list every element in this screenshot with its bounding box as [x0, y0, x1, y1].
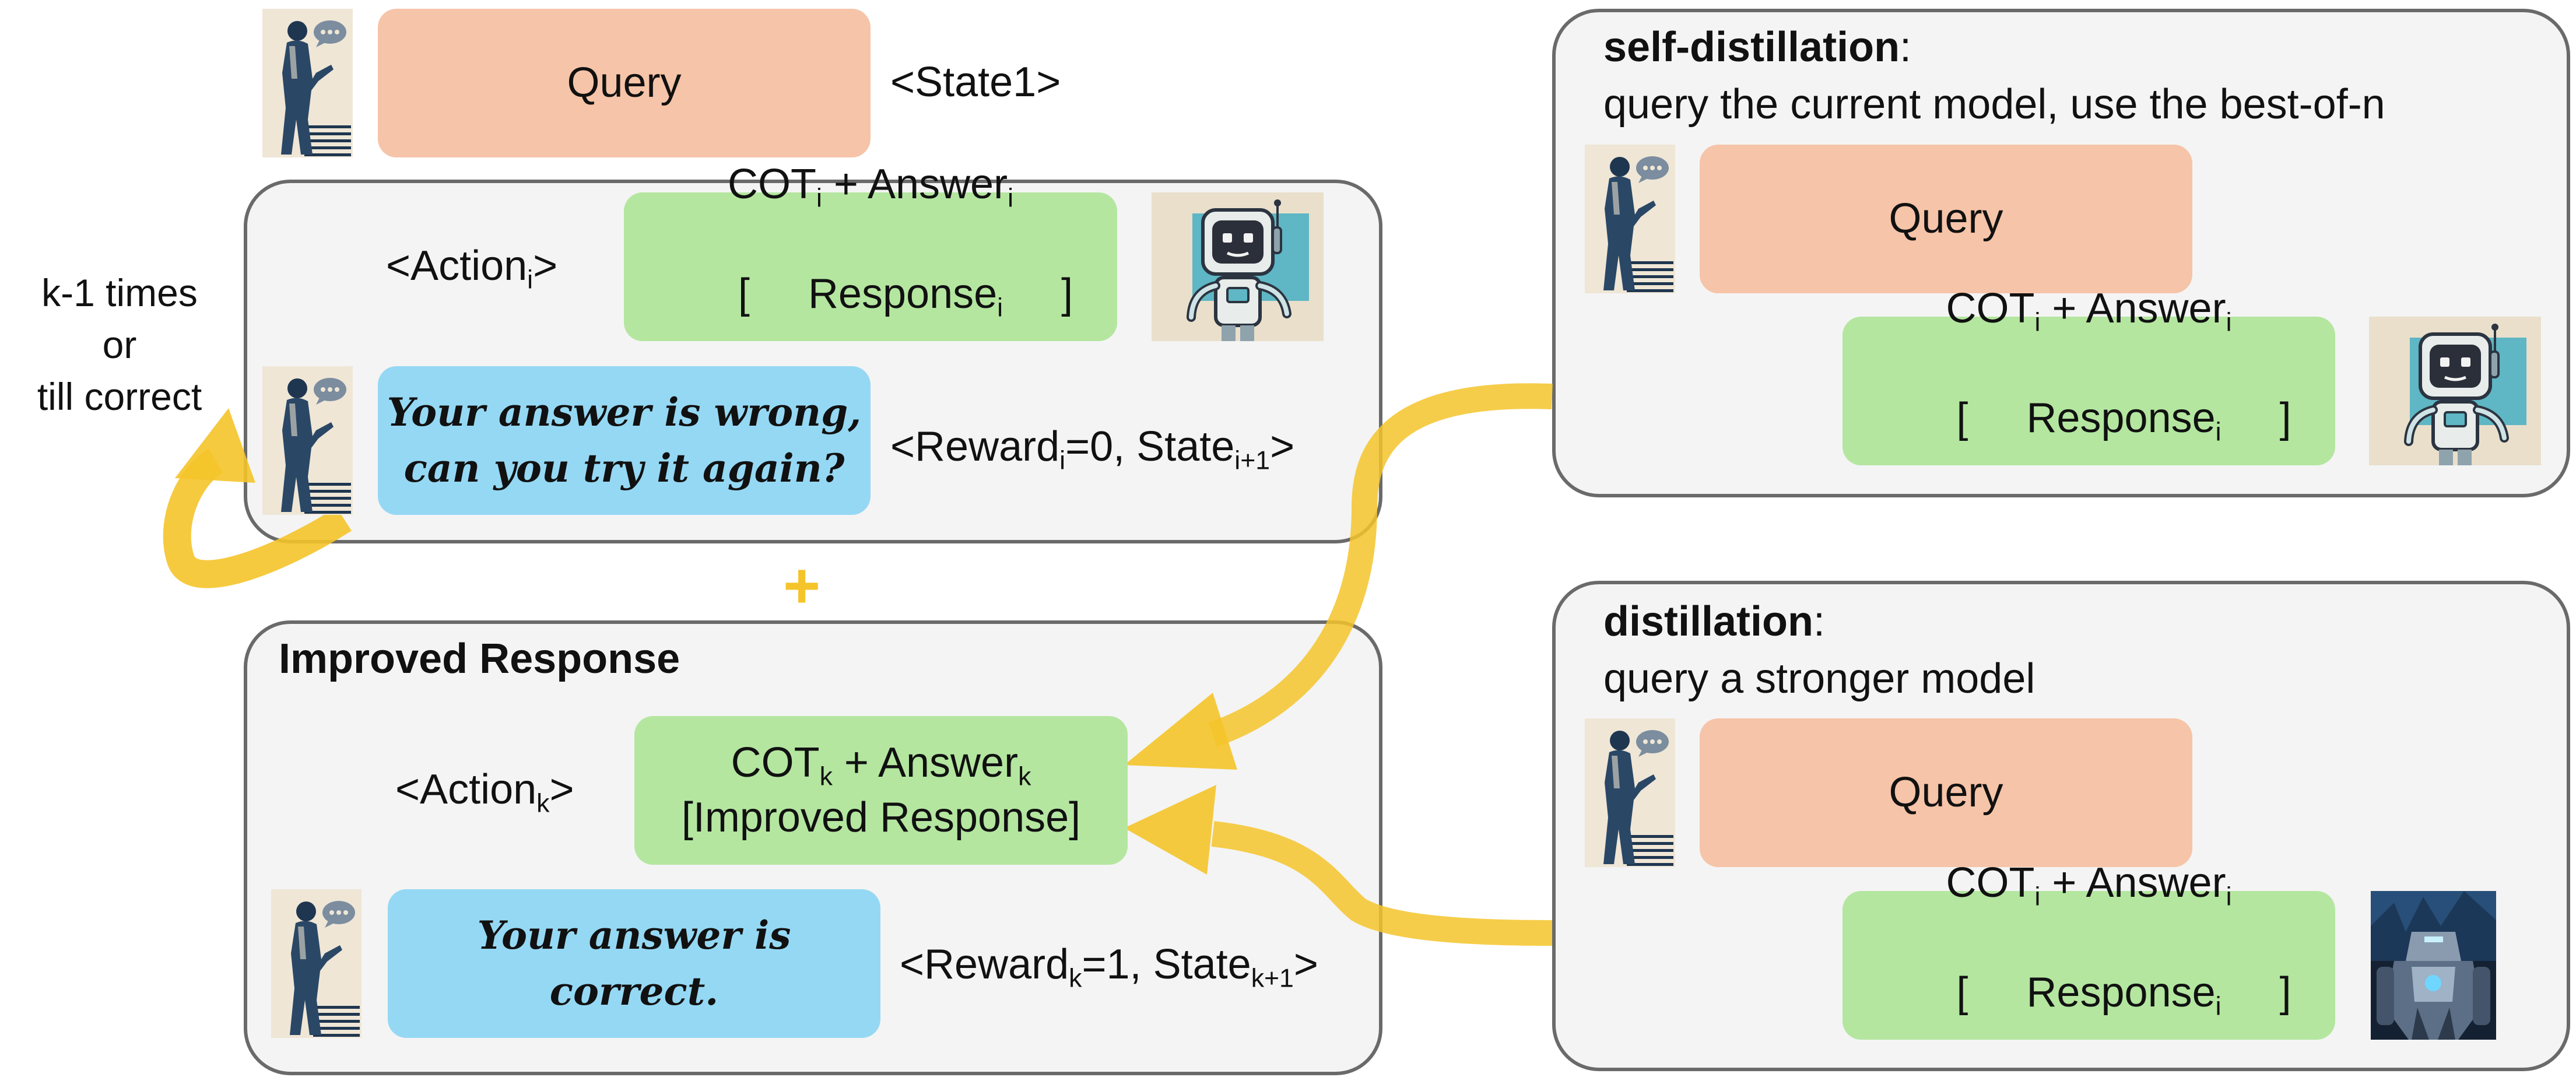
action-k-label: <Actionk>	[395, 766, 574, 818]
self-distillation-answer-box: COTi + Answeri [ Responsei ]	[1842, 285, 2335, 465]
correct-feedback-box: Your answer is correct.	[388, 889, 880, 1038]
self-distillation-query-box: Query	[1700, 145, 2192, 293]
distillation-query-label: Query	[1889, 769, 2003, 816]
answer-k-line1: COTk + Answerk	[731, 739, 1031, 791]
user-speaking-icon	[262, 9, 353, 157]
user-speaking-icon	[271, 889, 362, 1038]
robot-icon	[1152, 192, 1324, 341]
distillation-subtitle: query a stronger model	[1603, 655, 2035, 702]
query-label: Query	[567, 59, 682, 106]
correct-feedback-line2: correct.	[549, 968, 719, 1014]
user-speaking-icon	[1585, 718, 1675, 867]
answer-k-line2: [Improved Response]	[681, 794, 1081, 841]
distillation-title: distillation:	[1603, 598, 1826, 645]
distillation-answer-box: COTi + Answeri [ Responsei ]	[1842, 860, 2335, 1040]
answer-k-box: COTk + Answerk [Improved Response]	[634, 716, 1128, 865]
reward-i-label: <Rewardi=0, Statei+1>	[890, 423, 1295, 475]
plus-sign: +	[783, 550, 821, 622]
self-distillation-answer-line1: COTi + Answeri	[1946, 285, 2232, 337]
loop-caption-line1: k-1 times	[41, 271, 198, 314]
distillation-arrowhead	[1124, 785, 1216, 875]
self-distillation-title: self-distillation:	[1603, 24, 1912, 71]
self-distillation-arrow	[1208, 383, 1553, 747]
self-distillation-subtitle: query the current model, use the best-of…	[1603, 81, 2385, 128]
self-distillation-query-label: Query	[1889, 195, 2003, 242]
improved-response-title: Improved Response	[279, 636, 680, 682]
loop-caption-line2: or	[102, 323, 137, 367]
answer-i-line1: COTi + Answeri	[728, 161, 1013, 213]
mech-robot-icon	[2371, 891, 2496, 1040]
correct-feedback-line1: Your answer is	[477, 912, 791, 958]
self-distillation-arrowhead	[1124, 693, 1237, 770]
retry-loop-arrow	[163, 448, 352, 588]
action-i-label: <Actioni>	[386, 243, 558, 294]
query-box: Query	[378, 9, 871, 157]
loop-caption-line3: till correct	[37, 375, 202, 419]
distillation-answer-line2: [ Responsei ]	[1956, 969, 2291, 1020]
answer-i-line2: [ Responsei ]	[738, 270, 1073, 322]
distillation-query-box: Query	[1700, 718, 2192, 867]
user-speaking-icon	[262, 366, 353, 515]
state1-label: <State1>	[890, 59, 1061, 106]
robot-icon	[2369, 317, 2541, 465]
retry-loop-arrowhead	[175, 408, 255, 483]
wrong-feedback-line1: Your answer is wrong,	[387, 389, 862, 435]
wrong-feedback-line2: can you try it again?	[403, 445, 845, 491]
answer-i-box: COTi + Answeri [ Responsei ]	[624, 161, 1117, 341]
user-speaking-icon	[1585, 145, 1675, 293]
distillation-answer-line1: COTi + Answeri	[1946, 860, 2232, 911]
self-distillation-answer-line2: [ Responsei ]	[1956, 394, 2291, 446]
reward-k-label: <Rewardk=1, Statek+1>	[900, 941, 1318, 993]
wrong-feedback-box: Your answer is wrong, can you try it aga…	[378, 366, 871, 515]
distillation-arrow	[1211, 821, 1553, 946]
loop-caption: k-1 times or till correct	[23, 267, 216, 423]
